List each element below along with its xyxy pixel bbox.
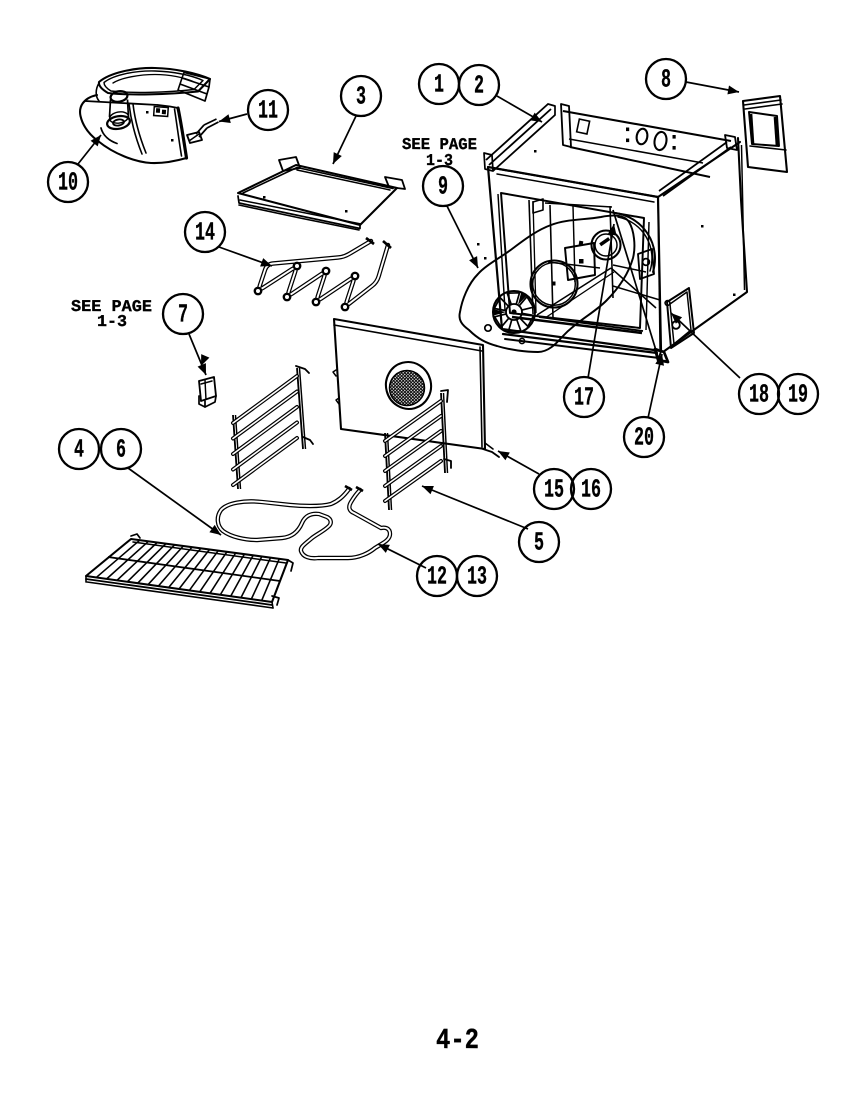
svg-text:16: 16 xyxy=(581,474,601,504)
svg-text:3: 3 xyxy=(356,81,366,111)
svg-text:17: 17 xyxy=(574,382,594,412)
svg-text:18: 18 xyxy=(749,379,769,409)
svg-text:SEE PAGE: SEE PAGE xyxy=(402,135,477,154)
svg-text:1: 1 xyxy=(434,69,444,99)
svg-text:15: 15 xyxy=(544,474,564,504)
svg-text:14: 14 xyxy=(195,217,215,247)
svg-text:2: 2 xyxy=(474,70,484,100)
svg-text:20: 20 xyxy=(634,422,654,452)
svg-text:1-3: 1-3 xyxy=(97,312,127,331)
svg-text:6: 6 xyxy=(116,434,126,464)
svg-text:13: 13 xyxy=(467,561,487,591)
svg-text:9: 9 xyxy=(438,171,448,201)
svg-text:8: 8 xyxy=(661,64,671,94)
svg-text:7: 7 xyxy=(178,299,188,329)
svg-text:5: 5 xyxy=(534,527,544,557)
svg-text:11: 11 xyxy=(258,95,278,125)
svg-text:10: 10 xyxy=(58,167,78,197)
svg-text:19: 19 xyxy=(788,379,808,409)
svg-text:4: 4 xyxy=(74,434,84,464)
svg-text:SEE PAGE: SEE PAGE xyxy=(71,297,152,316)
svg-text:12: 12 xyxy=(427,561,447,591)
svg-text:4-2: 4-2 xyxy=(436,1024,479,1057)
